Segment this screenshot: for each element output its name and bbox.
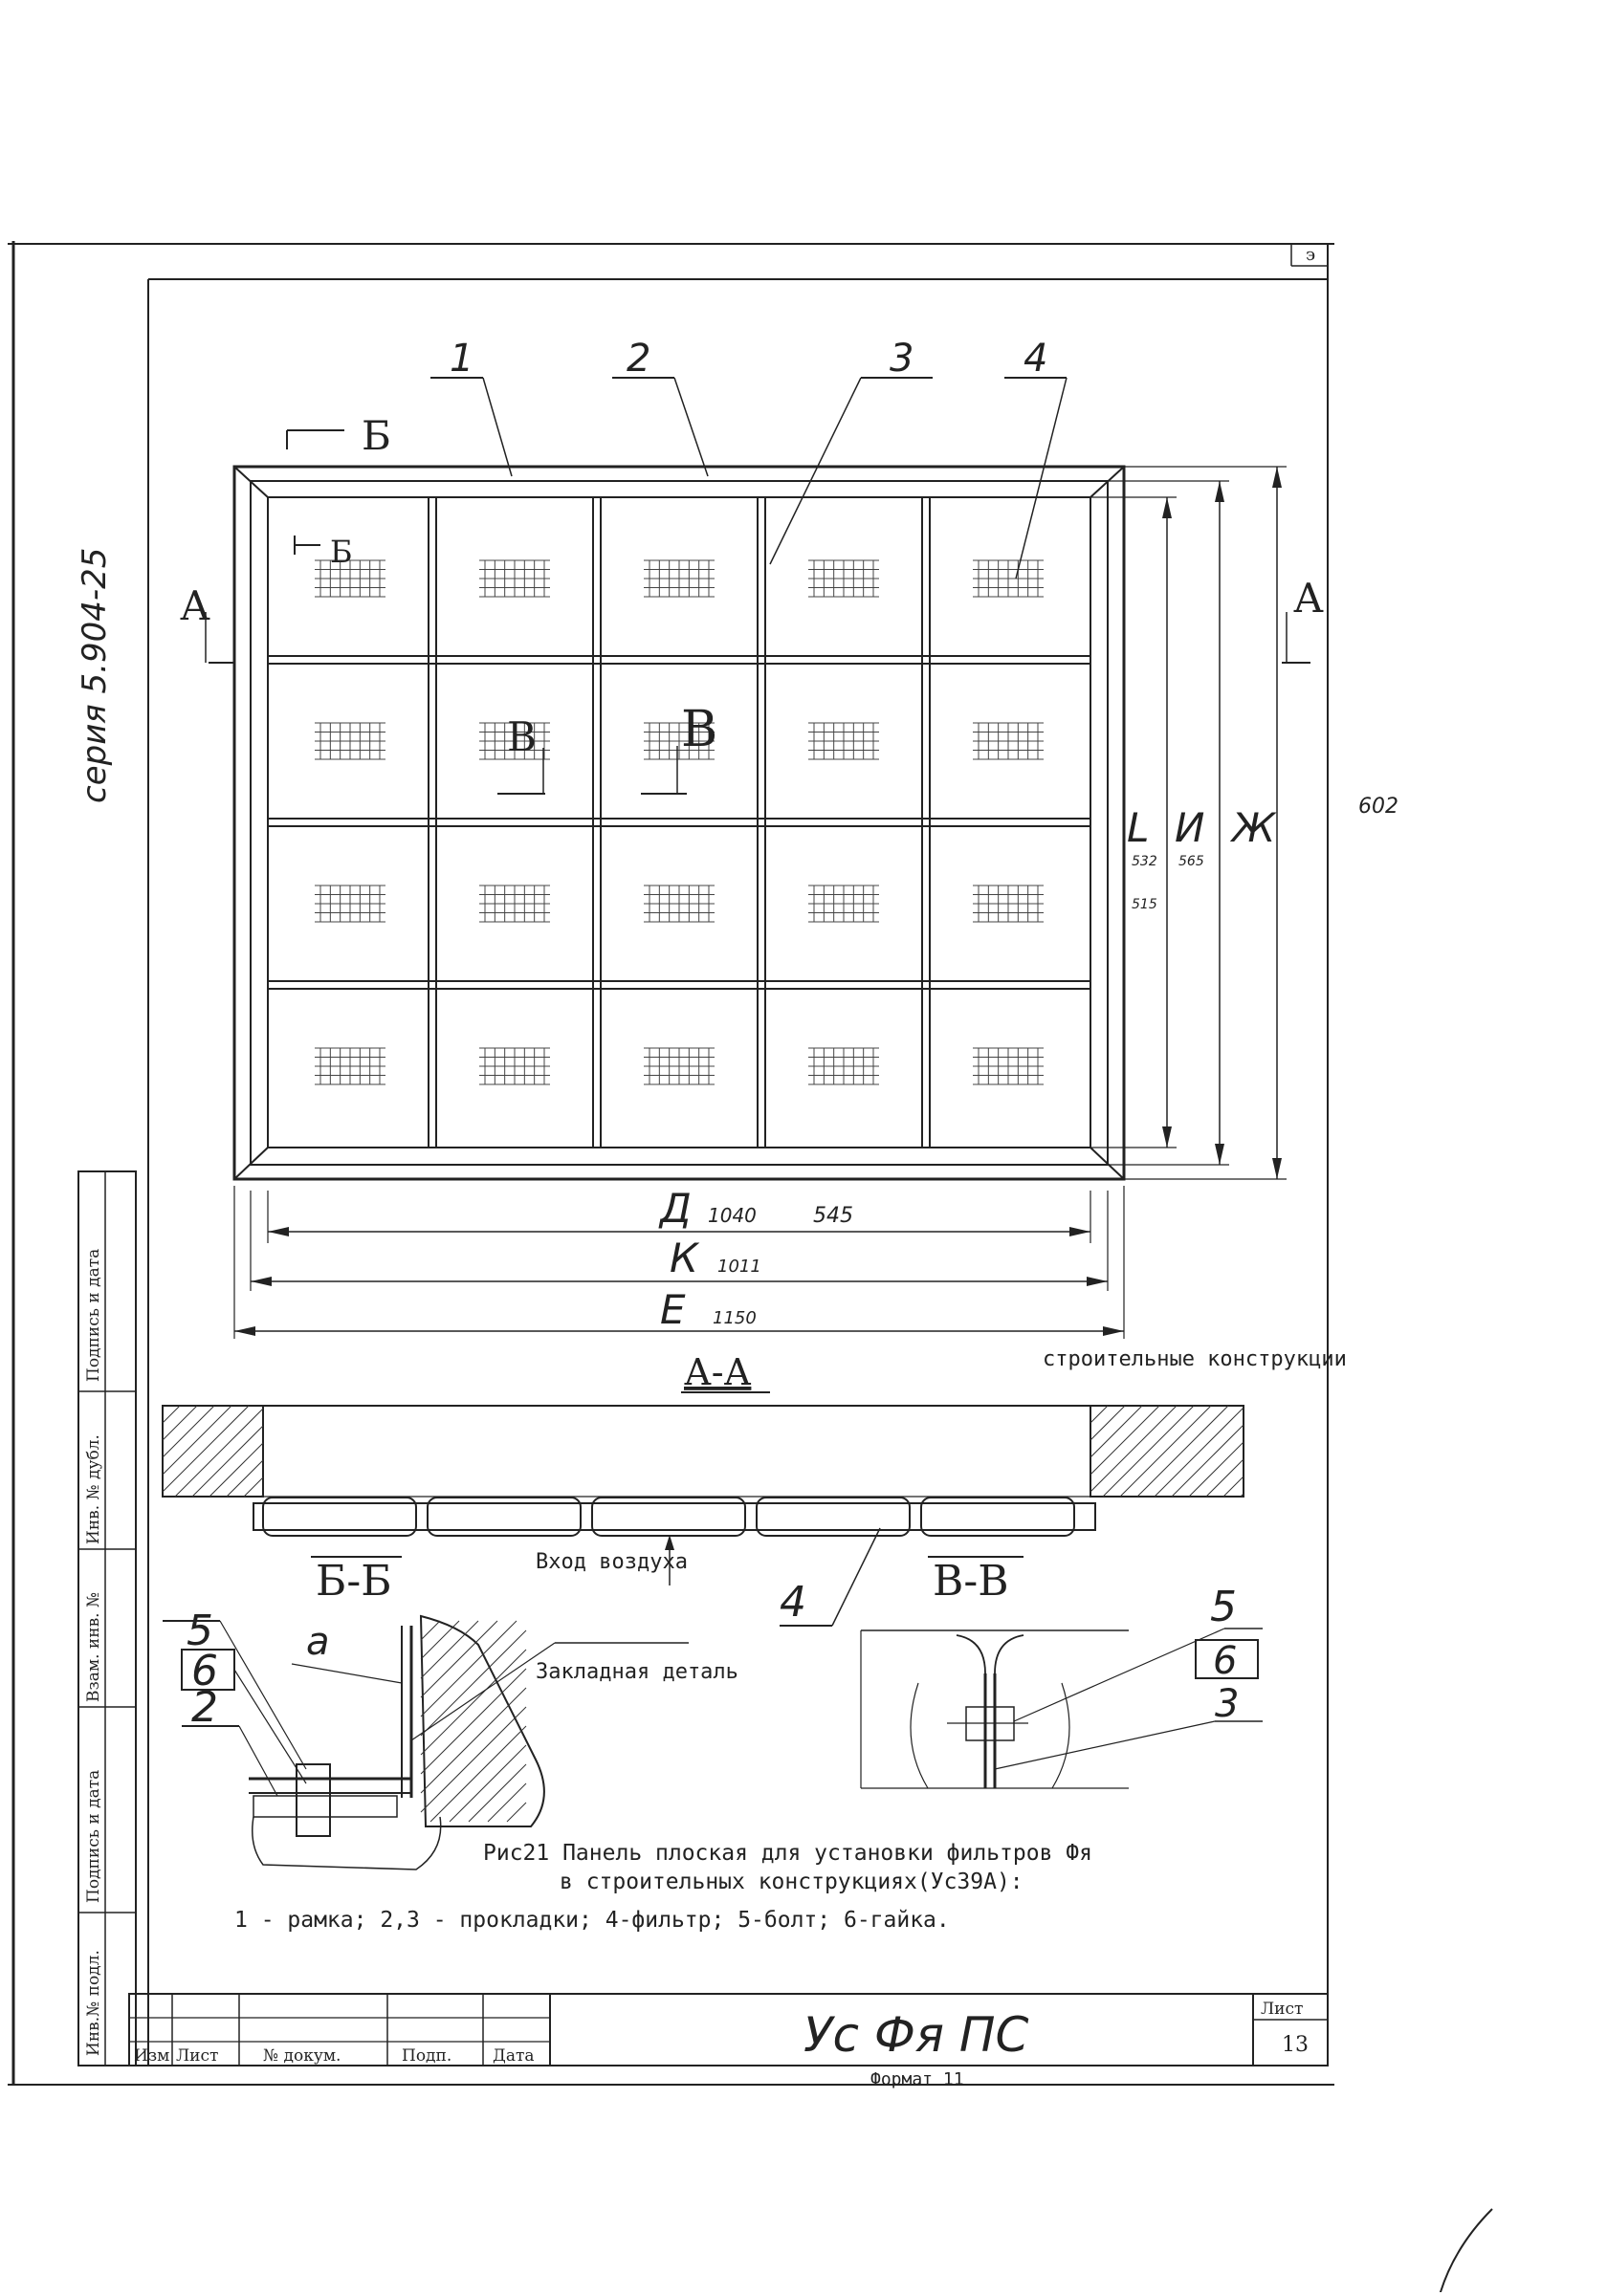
title-block xyxy=(128,1993,1329,2066)
section-aa-callout-4: 4 xyxy=(780,1578,806,1627)
section-v-1: В xyxy=(507,713,537,760)
figure-caption: Рис21 Панель плоская для установки фильт… xyxy=(234,1841,1106,1933)
vv-callout-6: 6 xyxy=(1213,1639,1237,1683)
vv-callout-5: 5 xyxy=(1210,1583,1237,1631)
horizontal-dimensions xyxy=(233,1186,1125,1339)
dim-d-note: 545 xyxy=(813,1204,853,1228)
embedded-part-text: Закладная деталь xyxy=(536,1660,738,1684)
dim-l-value: 532 xyxy=(1132,854,1157,869)
dim-d-value: 1040 xyxy=(708,1204,757,1227)
construction-label: строительные конструкции xyxy=(1043,1347,1347,1371)
caption-line-1: Рис21 Панель плоская для установки фильт… xyxy=(483,1841,1092,1866)
corner-mark: э xyxy=(1306,245,1315,265)
col-date: Дата xyxy=(493,2046,535,2066)
stamp-side-2: Взам. инв. № xyxy=(84,1592,103,1702)
callout-3: 3 xyxy=(890,337,914,381)
dim-l-note: 515 xyxy=(1132,897,1157,912)
section-markers xyxy=(205,429,1310,795)
designation: Ус Фя ПС xyxy=(804,2007,1028,2063)
callout-leaders xyxy=(430,377,1068,579)
section-aa-title: А-А xyxy=(684,1351,752,1393)
sheet-frame xyxy=(8,241,1334,2086)
series-label: серия 5.904-25 xyxy=(76,548,114,803)
dim-k-value: 1011 xyxy=(717,1257,761,1277)
section-b-top: Б xyxy=(362,412,391,459)
section-vv-drawing xyxy=(860,1628,1263,1789)
embedded-part-label: Закладная деталь xyxy=(536,1660,738,1684)
dim-i-label: И xyxy=(1175,804,1204,851)
col-list: Лист xyxy=(176,2046,218,2066)
col-izm: Изм xyxy=(134,2046,169,2066)
section-a-right: А xyxy=(1293,575,1324,622)
dim-l-label: L xyxy=(1127,804,1149,851)
section-bb-drawing xyxy=(163,1614,689,1870)
stamp-side-5: Инв.№ подл. xyxy=(84,1950,103,2056)
callout-4: 4 xyxy=(1024,337,1047,381)
dim-e-value: 1150 xyxy=(713,1308,757,1328)
dim-i-value: 565 xyxy=(1178,854,1204,869)
air-inlet-text: Вход воздуха xyxy=(536,1550,688,1574)
stamp-side-4: Подпись и дата xyxy=(84,1770,103,1903)
caption-line-3: 1 - рамка; 2,3 - прокладки; 4-фильтр; 5-… xyxy=(234,1908,950,1933)
sheet-number: 13 xyxy=(1282,2033,1309,2057)
panel-front-view xyxy=(232,465,1126,1181)
air-inlet-label: Вход воздуха xyxy=(536,1550,688,1574)
bb-callout-2: 2 xyxy=(191,1683,218,1732)
section-aa-drawing xyxy=(162,1405,1244,1627)
section-bb-title: Б-Б xyxy=(316,1557,392,1606)
left-stamp-strip xyxy=(77,1170,137,2066)
construction-label-text: строительные конструкции xyxy=(1043,1347,1347,1371)
margin-note: 602 xyxy=(1358,795,1398,819)
format-label: Формат 11 xyxy=(870,2069,964,2089)
section-b-top-2: Б xyxy=(330,534,353,570)
sheet-label: Лист xyxy=(1261,2000,1303,2019)
bb-callout-6: 6 xyxy=(191,1647,218,1695)
callout-1: 1 xyxy=(450,337,473,381)
vv-callout-3: 3 xyxy=(1215,1682,1239,1726)
callout-2: 2 xyxy=(627,337,650,381)
col-doc: № докум. xyxy=(263,2046,341,2066)
dim-e-label: Е xyxy=(660,1286,686,1333)
bb-a-label: а xyxy=(306,1620,330,1664)
dim-zh-label: Ж xyxy=(1229,804,1277,851)
section-a-left: А xyxy=(180,582,210,629)
vertical-dimensions xyxy=(1090,466,1287,1180)
dim-d-label: Д xyxy=(658,1185,692,1232)
stamp-side-3: Инв. № дубл. xyxy=(84,1434,103,1544)
bb-callout-5: 5 xyxy=(187,1607,213,1655)
stamp-side-1: Подпись и дата xyxy=(84,1249,103,1382)
section-v-2: В xyxy=(681,701,717,758)
dim-k-label: К xyxy=(670,1235,700,1281)
col-sign: Подп. xyxy=(402,2046,451,2066)
section-vv-title: В-В xyxy=(933,1557,1009,1606)
pencil-stroke xyxy=(1439,2208,1493,2296)
caption-line-2: в строительных конструкциях(Ус39А): xyxy=(560,1870,1024,1894)
